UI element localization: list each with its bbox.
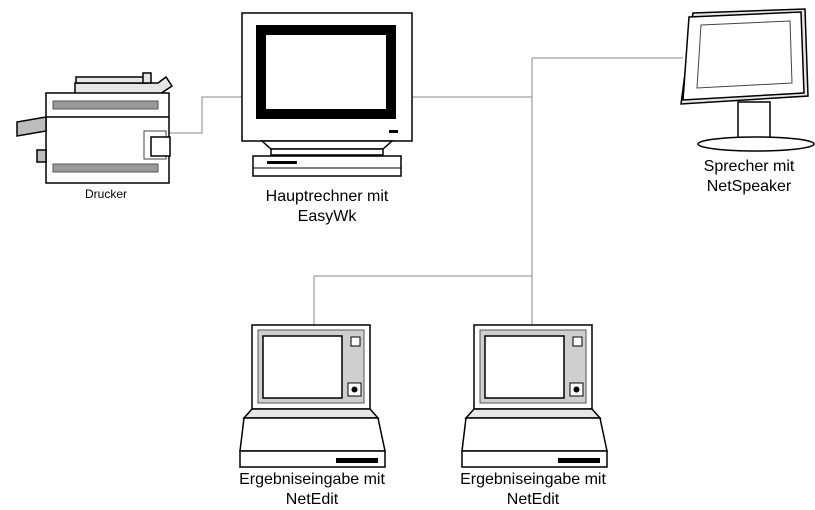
flat-monitor-icon xyxy=(680,8,815,152)
right-laptop-label-line1: Ergebniseingabe mit xyxy=(460,471,606,488)
main-computer-label-line2: EasyWk xyxy=(297,208,357,225)
right-laptop-label-line2: NetEdit xyxy=(506,491,560,508)
printer-label-text: Drucker xyxy=(84,187,127,201)
laptop-icon xyxy=(239,324,386,468)
left-laptop-label: Ergebniseingabe mit NetEdit xyxy=(212,470,412,510)
speaker-label: Sprecher mit NetSpeaker xyxy=(685,157,813,197)
printer-icon xyxy=(16,72,174,184)
backbone-to-left-laptop-link xyxy=(313,275,532,325)
main-computer-label: Hauptrechner mit EasyWk xyxy=(227,187,427,227)
network-connections xyxy=(150,57,683,325)
main-computer-label-line1: Hauptrechner mit xyxy=(265,188,389,205)
speaker-label-line1: Sprecher mit xyxy=(703,158,795,175)
speaker-label-line2: NetSpeaker xyxy=(706,178,792,195)
right-laptop-label: Ergebniseingabe mit NetEdit xyxy=(433,470,633,510)
printer-label: Drucker xyxy=(56,187,156,201)
laptop-icon xyxy=(461,324,608,468)
printer-to-computer-link xyxy=(150,96,242,134)
left-laptop-label-line2: NetEdit xyxy=(285,491,339,508)
desktop-computer-icon xyxy=(241,12,413,177)
left-laptop-label-line1: Ergebniseingabe mit xyxy=(239,471,385,488)
